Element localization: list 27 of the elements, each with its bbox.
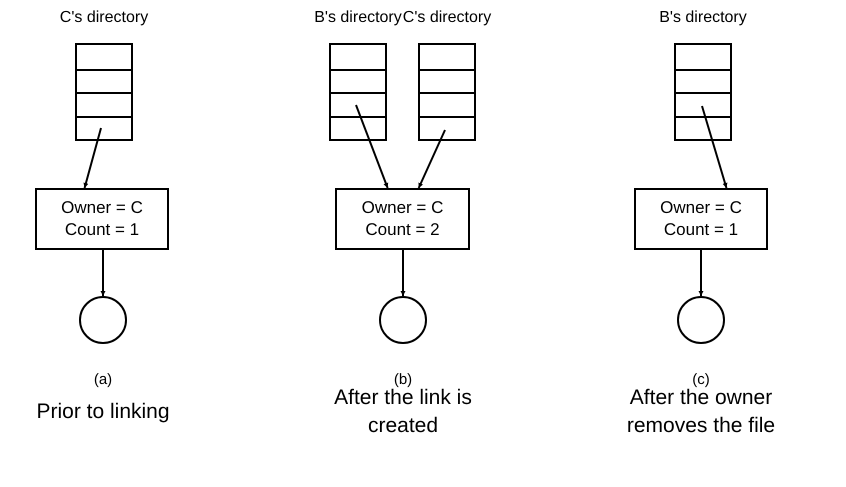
i-node-field: Owner = C	[337, 197, 468, 219]
i-node-box	[35, 188, 169, 250]
arrow	[84, 128, 102, 188]
i-node-field: Count = 1	[636, 219, 766, 241]
arrow	[400, 250, 406, 296]
directory-heading: B's directory	[658, 9, 748, 27]
arrow	[355, 104, 389, 188]
caption: After the owner removes the file	[626, 386, 776, 439]
i-node-box	[335, 188, 470, 250]
arrow	[701, 106, 728, 188]
caption: Prior to linking	[35, 399, 171, 425]
file-circle	[379, 296, 427, 344]
i-node-field: Owner = C	[636, 197, 766, 219]
arrow	[100, 250, 106, 296]
caption: After the link is created	[333, 386, 473, 439]
arrow	[698, 250, 704, 296]
i-node-box	[634, 188, 768, 250]
i-node-field: Count = 2	[337, 219, 468, 241]
file-circle	[79, 296, 127, 344]
directory-heading: C's directory	[58, 9, 150, 27]
i-node-field: Count = 1	[37, 219, 167, 241]
panel-label: (c)	[691, 370, 711, 388]
arrow	[418, 130, 446, 188]
panel-label: (b)	[392, 370, 414, 388]
i-node-field: Owner = C	[37, 197, 167, 219]
file-circle	[677, 296, 725, 344]
panel-label: (a)	[92, 370, 114, 390]
